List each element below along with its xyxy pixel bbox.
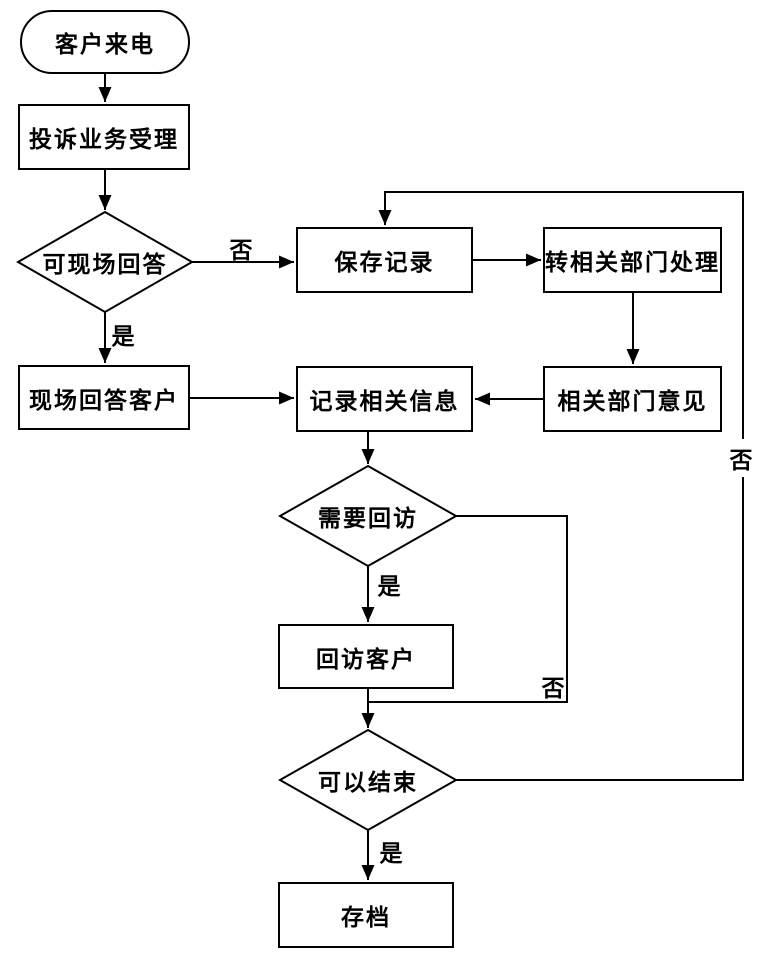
node-start-label: 客户来电 xyxy=(55,32,155,57)
edge-decision3-no-loop-to-save xyxy=(378,191,744,781)
branch-label-no-decision1: 否 xyxy=(229,238,253,263)
decision-need-followup-label: 需要回访 xyxy=(318,506,418,531)
node-archive-label: 存档 xyxy=(341,905,391,930)
node-record-related-info-label: 记录相关信息 xyxy=(309,389,460,414)
branch-label-no-decision2: 否 xyxy=(541,676,565,701)
node-record-related-info: 记录相关信息 xyxy=(296,366,473,432)
node-followup-customer-label: 回访客户 xyxy=(316,646,416,672)
decision-need-followup: 需要回访 xyxy=(303,494,433,538)
node-complaint-acceptance: 投诉业务受理 xyxy=(18,104,190,170)
branch-label-yes-decision2: 是 xyxy=(377,574,401,599)
branch-label-yes-decision3: 是 xyxy=(379,841,403,866)
node-dept-opinion-label: 相关部门意见 xyxy=(557,389,708,414)
decision-can-end-label: 可以结束 xyxy=(318,770,418,795)
decision-can-end: 可以结束 xyxy=(303,758,433,802)
node-start: 客户来电 xyxy=(20,10,190,74)
node-followup-customer: 回访客户 xyxy=(278,624,454,689)
node-save-record-label: 保存记录 xyxy=(334,250,435,275)
decision-can-answer-onsite: 可现场回答 xyxy=(40,240,170,284)
node-transfer-to-dept-label: 转相关部门处理 xyxy=(545,250,720,275)
edge-decision2-no-bypass xyxy=(368,515,568,703)
node-answer-customer-onsite: 现场回答客户 xyxy=(18,365,190,430)
decision-can-end-shape xyxy=(277,728,459,832)
node-transfer-to-dept: 转相关部门处理 xyxy=(543,227,722,293)
decision-need-followup-shape xyxy=(277,464,459,568)
branch-label-no-decision3: 否 xyxy=(728,439,754,477)
node-complaint-acceptance-label: 投诉业务受理 xyxy=(29,127,179,152)
branch-label-yes-decision1: 是 xyxy=(111,324,135,349)
node-answer-customer-onsite-label: 现场回答客户 xyxy=(29,387,179,413)
decision-can-answer-onsite-shape xyxy=(15,210,195,314)
node-dept-opinion: 相关部门意见 xyxy=(543,366,722,432)
node-archive: 存档 xyxy=(278,882,454,948)
node-save-record: 保存记录 xyxy=(296,227,473,293)
decision-can-answer-onsite-label: 可现场回答 xyxy=(42,252,168,277)
